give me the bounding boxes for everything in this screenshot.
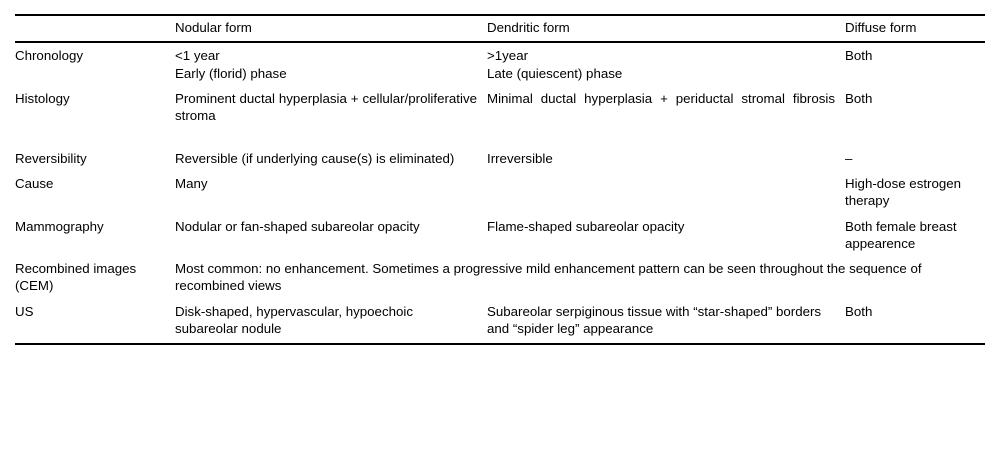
row-label-us: US: [15, 298, 175, 346]
comparison-table-container: Nodular form Dendritic form Diffuse form…: [15, 13, 985, 346]
column-header-nodular-form: Nodular form: [175, 13, 487, 44]
cell-mammography-dendritic: Flame-shaped subareolar opacity: [487, 218, 685, 234]
row-label-cause: Cause: [15, 175, 54, 191]
cell-recombined-images-spanned: Most common: no enhancement. Sometimes a…: [175, 261, 922, 294]
cell-reversibility-dendritic: Irreversible: [487, 150, 553, 166]
cell-cause-dendritic: [487, 171, 845, 214]
row-label-chronology: Chronology: [15, 48, 84, 64]
cell-mammography-nodular: Nodular or fan-shaped subareolar opacity: [175, 218, 420, 234]
cell-us-nodular: Disk-shaped, hypervascular, hypoechoic s…: [175, 298, 487, 346]
cell-histology-dendritic: Minimal ductal hyperplasia + periductal …: [487, 90, 835, 106]
column-header-diffuse-form: Diffuse form: [845, 13, 985, 44]
cell-reversibility-diffuse: –: [845, 150, 853, 166]
cell-reversibility-nodular: Reversible (if underlying cause(s) is el…: [175, 150, 455, 166]
cell-histology-nodular: Prominent ductal hyperplasia + cellular/…: [175, 90, 477, 124]
row-label-histology: Histology: [15, 90, 70, 106]
column-header-dendritic-form: Dendritic form: [487, 13, 845, 44]
table-row: Mammography Nodular or fan-shaped subare…: [15, 214, 985, 257]
header-row: Nodular form Dendritic form Diffuse form: [15, 13, 985, 44]
cell-mammography-diffuse: Both female breast appearence: [845, 218, 957, 251]
table-row: US Disk-shaped, hypervascular, hypoechoi…: [15, 298, 985, 346]
column-header-blank: [15, 13, 175, 44]
cell-cause-nodular: Many: [175, 175, 208, 191]
table-row: Cause Many High-dose estrogen therapy: [15, 171, 985, 214]
table-row: Recombined images (CEM) Most common: no …: [15, 256, 985, 299]
cell-chronology-diffuse: Both: [845, 48, 873, 64]
cell-us-diffuse: Both: [845, 298, 985, 346]
table-row: Reversibility Reversible (if underlying …: [15, 146, 985, 171]
table-header: Nodular form Dendritic form Diffuse form: [15, 13, 985, 44]
cell-us-dendritic: Subareolar serpiginous tissue with “star…: [487, 298, 845, 346]
row-label-reversibility: Reversibility: [15, 150, 87, 166]
row-label-recombined-images-cem: Recombined images (CEM): [15, 261, 137, 294]
forms-comparison-table: Nodular form Dendritic form Diffuse form…: [15, 13, 985, 346]
cell-histology-diffuse: Both: [845, 90, 873, 106]
table-row: Histology Prominent ductal hyperplasia +…: [15, 86, 985, 146]
cell-cause-diffuse: High-dose estrogen therapy: [845, 175, 962, 209]
row-label-mammography: Mammography: [15, 218, 104, 234]
